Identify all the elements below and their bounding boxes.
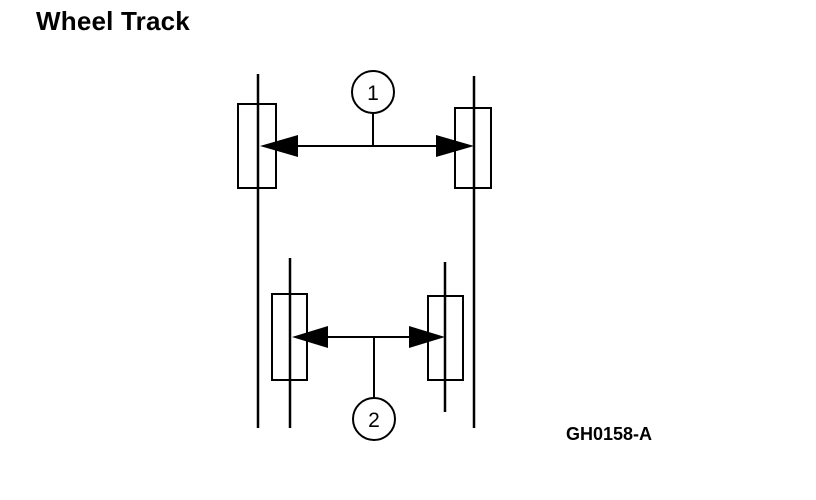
rear-axle: 2 [271,258,464,441]
front-axle: 1 [237,70,492,428]
rear-right-arrowhead [409,326,445,348]
callout-2-label: 2 [368,409,380,432]
callout-1-circle [351,70,395,114]
diagram-title: Wheel Track [36,6,190,36]
callout-1-label: 1 [367,82,379,105]
front-right-arrowhead [436,135,474,157]
front-left-arrowhead [260,135,298,157]
callout-2-circle [352,397,396,441]
rear-left-arrowhead [292,326,328,348]
figure-code: GH0158-A [566,424,653,444]
